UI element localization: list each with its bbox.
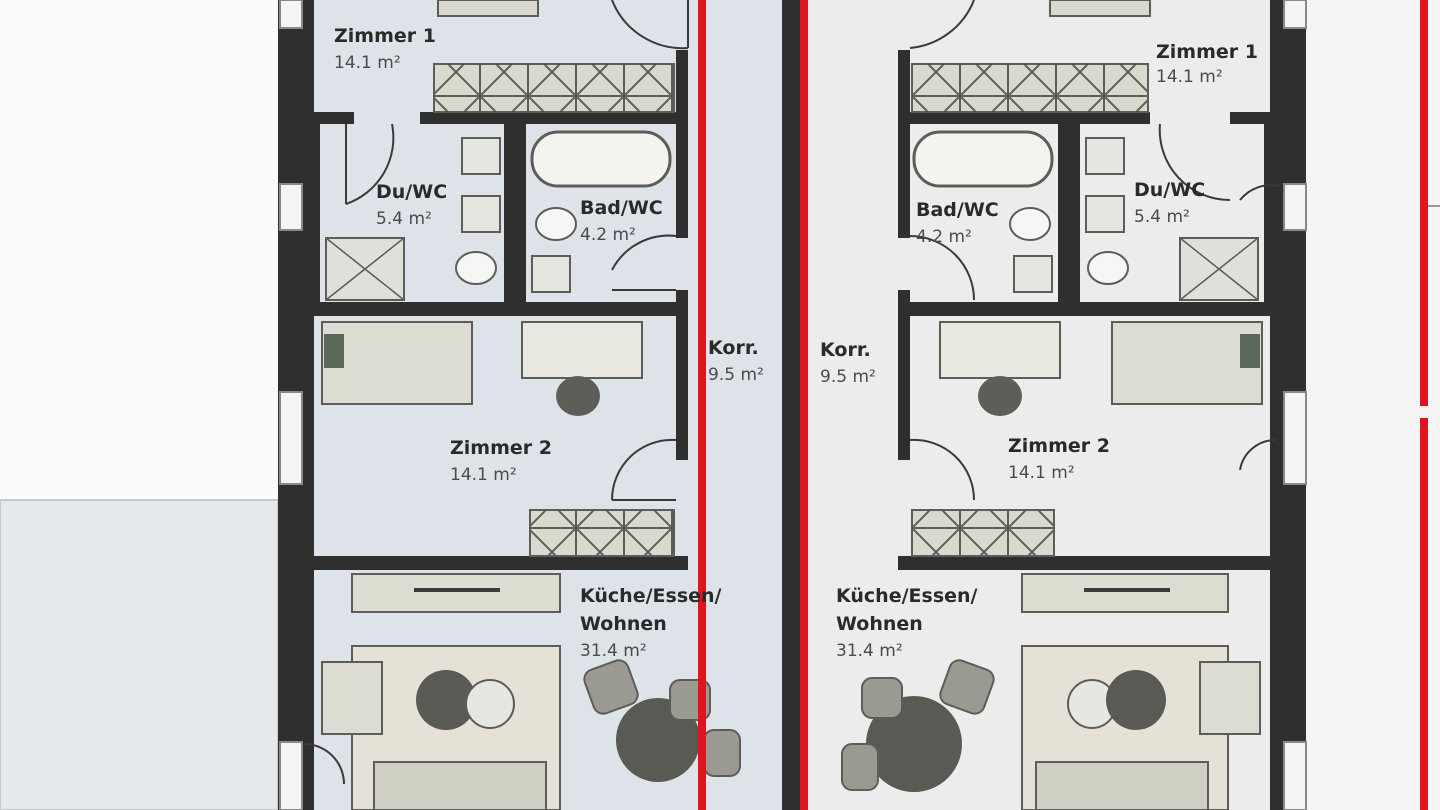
coffee-table	[416, 670, 476, 730]
chair	[556, 376, 600, 416]
left-doors	[303, 0, 689, 785]
room-area: 14.1 m²	[450, 465, 517, 485]
highlight-lines	[698, 0, 1428, 810]
toilet	[535, 207, 577, 241]
room-area: 4.2 m²	[916, 227, 972, 247]
window	[279, 183, 303, 231]
room-label: Bad/WC	[580, 197, 663, 219]
window	[1283, 183, 1307, 231]
sofa	[1035, 761, 1209, 810]
room-area: 31.4 m²	[836, 641, 903, 661]
right-unit-labels: Zimmer 1 14.1 m² Du/WC 5.4 m² Bad/WC 4.2…	[820, 41, 1258, 661]
room-label: Wohnen	[836, 613, 923, 635]
dining-chair	[841, 743, 879, 791]
window	[279, 741, 303, 810]
right-interior-walls	[898, 50, 1270, 570]
wardrobe	[529, 509, 675, 557]
floor-left-corridor	[692, 0, 782, 810]
sink	[461, 195, 501, 233]
dining-chair	[939, 659, 995, 715]
room-area: 4.2 m²	[580, 225, 636, 245]
dining-chair	[583, 659, 639, 715]
sink	[1013, 255, 1053, 293]
wardrobe	[433, 63, 675, 113]
toilet	[455, 251, 497, 285]
room-area: 9.5 m²	[820, 367, 876, 387]
left-unit-labels: Zimmer 1 14.1 m² Du/WC 5.4 m² Bad/WC 4.2…	[334, 25, 764, 661]
room-area: 9.5 m²	[708, 365, 764, 385]
kitchen-counter	[1021, 573, 1229, 613]
window	[279, 0, 303, 29]
bed	[321, 321, 473, 405]
coffee-table	[1106, 670, 1166, 730]
bed	[1111, 321, 1263, 405]
right-doors	[909, 0, 1281, 501]
room-label: Wohnen	[580, 613, 667, 635]
toilet	[1087, 251, 1129, 285]
dining-chair	[703, 729, 741, 777]
room-label: Zimmer 1	[1156, 41, 1258, 63]
room-area: 14.1 m²	[1156, 67, 1223, 87]
room-area: 14.1 m²	[1008, 463, 1075, 483]
sink	[1085, 137, 1125, 175]
room-area: 14.1 m²	[334, 53, 401, 73]
bathtub	[530, 130, 672, 188]
room-area: 31.4 m²	[580, 641, 647, 661]
room-area: 5.4 m²	[1134, 207, 1190, 227]
room-label: Du/WC	[376, 181, 447, 203]
window	[1283, 0, 1307, 29]
room-label: Küche/Essen/	[580, 585, 722, 607]
sink	[531, 255, 571, 293]
window	[1283, 391, 1307, 485]
outside-area-right	[1305, 0, 1440, 810]
right-furniture	[841, 0, 1263, 810]
room-label: Bad/WC	[916, 199, 999, 221]
dining-table	[866, 696, 962, 792]
room-label: Zimmer 2	[1008, 435, 1110, 457]
room-label: Korr.	[708, 337, 759, 359]
room-label: Zimmer 2	[450, 437, 552, 459]
toilet	[1009, 207, 1051, 241]
sofa	[373, 761, 547, 810]
room-label: Zimmer 1	[334, 25, 436, 47]
desk	[521, 321, 643, 379]
room-label: Küche/Essen/	[836, 585, 978, 607]
armchair	[1199, 661, 1261, 735]
wardrobe	[911, 63, 1149, 113]
window	[1283, 741, 1307, 810]
room-label: Korr.	[820, 339, 871, 361]
window	[279, 391, 303, 485]
left-interior-walls	[314, 50, 688, 570]
room-area: 5.4 m²	[376, 209, 432, 229]
wardrobe	[911, 509, 1055, 557]
kitchen-counter	[351, 573, 561, 613]
sink	[1085, 195, 1125, 233]
desk	[939, 321, 1061, 379]
chair	[978, 376, 1022, 416]
bathtub	[912, 130, 1054, 188]
balcony-left	[0, 499, 279, 810]
wall-party	[782, 0, 804, 810]
sink	[461, 137, 501, 175]
dining-chair	[861, 677, 903, 719]
room-label: Du/WC	[1134, 179, 1205, 201]
armchair	[321, 661, 383, 735]
left-furniture	[321, 0, 741, 810]
